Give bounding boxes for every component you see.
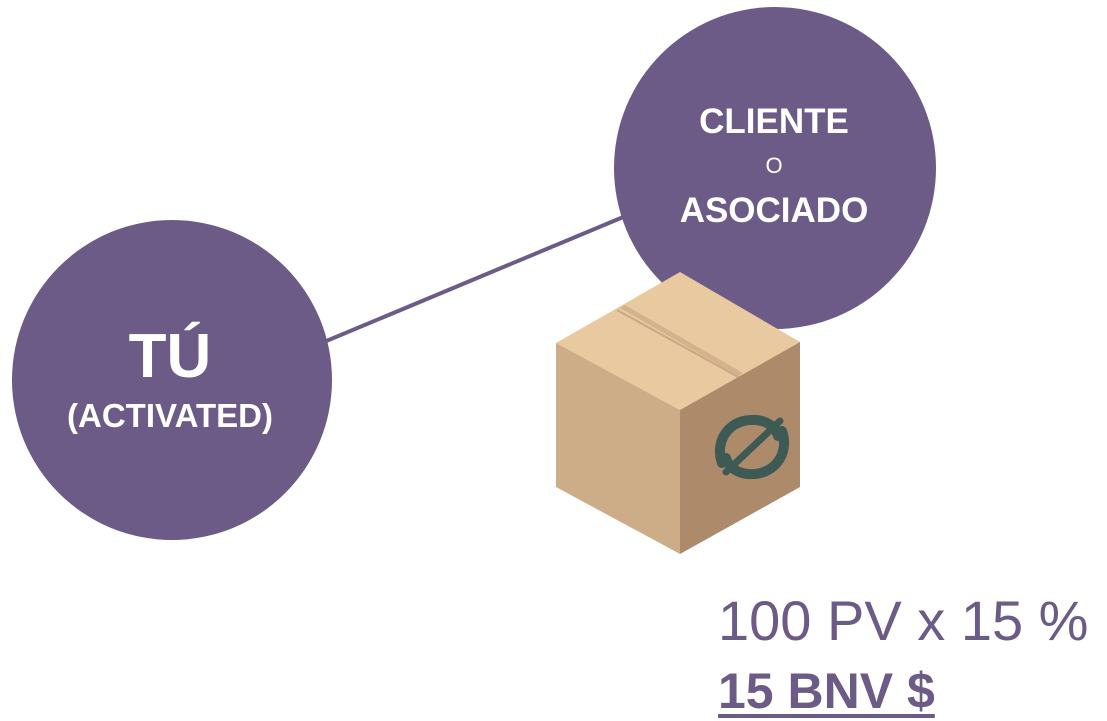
client-label: CLIENTE — [699, 102, 849, 141]
formula-text: 100 PV x 15 % — [718, 589, 1089, 652]
connector-line — [299, 208, 641, 354]
brand-logo-icon — [715, 414, 789, 480]
result-text: 15 BNV $ — [718, 663, 935, 719]
box-tape — [620, 305, 743, 376]
box-left-face — [556, 343, 680, 554]
you-status: (ACTIVATED) — [67, 397, 273, 434]
box-tape-line — [616, 309, 741, 379]
associate-label: ASOCIADO — [679, 191, 869, 230]
you-circle — [12, 220, 332, 540]
client-or-label: O — [765, 153, 783, 178]
you-label: TÚ — [128, 322, 212, 391]
cardboard-box-icon — [556, 272, 800, 554]
box-right-face — [680, 342, 800, 554]
client-circle — [614, 7, 936, 329]
